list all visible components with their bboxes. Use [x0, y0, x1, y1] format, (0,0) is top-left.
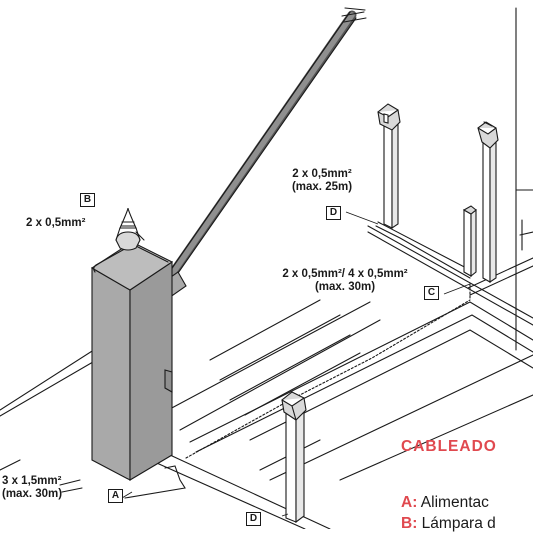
- column-post-back-right: [477, 121, 499, 284]
- photocell-cable-label: 2 x 0,5mm² (max. 25m): [282, 168, 362, 194]
- marker-c: C: [424, 286, 439, 300]
- cable-solid: [124, 221, 475, 516]
- section-title-cableado: CABLEADO: [401, 438, 497, 455]
- cable-routes: [185, 283, 471, 459]
- leader-lines: [121, 211, 471, 517]
- legend-text-b: Lámpara d: [417, 515, 496, 532]
- wall-outline: [515, 7, 533, 351]
- legend-text-a: Alimentac: [417, 494, 489, 511]
- warning-lamp: [115, 207, 141, 251]
- legend-item-b: B: Lámpara d: [401, 515, 496, 533]
- barrier-cabinet: [90, 231, 174, 481]
- photocell-cable-spec: 2 x 0,5mm²: [292, 168, 352, 180]
- legend-key-b: B:: [401, 515, 418, 532]
- column-cable-max: (max. 30m): [314, 281, 376, 293]
- photocell-cable-max: (max. 25m): [291, 181, 353, 193]
- column-cable-label: 2 x 0,5mm²/ 4 x 0,5mm² (max. 30m): [250, 268, 440, 294]
- legend-key-a: A:: [401, 494, 418, 511]
- photocell-post-back-left: [377, 103, 401, 230]
- barrier-boom: [161, 7, 367, 288]
- marker-a: A: [108, 489, 123, 503]
- marker-d-front: D: [246, 512, 261, 526]
- marker-d-photocell: D: [326, 206, 341, 220]
- column-cable-spec: 2 x 0,5mm²/ 4 x 0,5mm²: [282, 268, 408, 280]
- power-cable-spec: 3 x 1,5mm²: [2, 475, 62, 487]
- lamp-cable-label: 2 x 0,5mm²: [26, 217, 86, 229]
- legend-item-a: A: Alimentac: [401, 494, 489, 512]
- power-cable-label: 3 x 1,5mm² (max. 30m): [2, 475, 62, 501]
- photocell-post-front: [281, 391, 307, 524]
- marker-b: B: [80, 193, 95, 207]
- power-cable-max: (max. 30m): [2, 488, 63, 500]
- column-post-center: [462, 205, 477, 278]
